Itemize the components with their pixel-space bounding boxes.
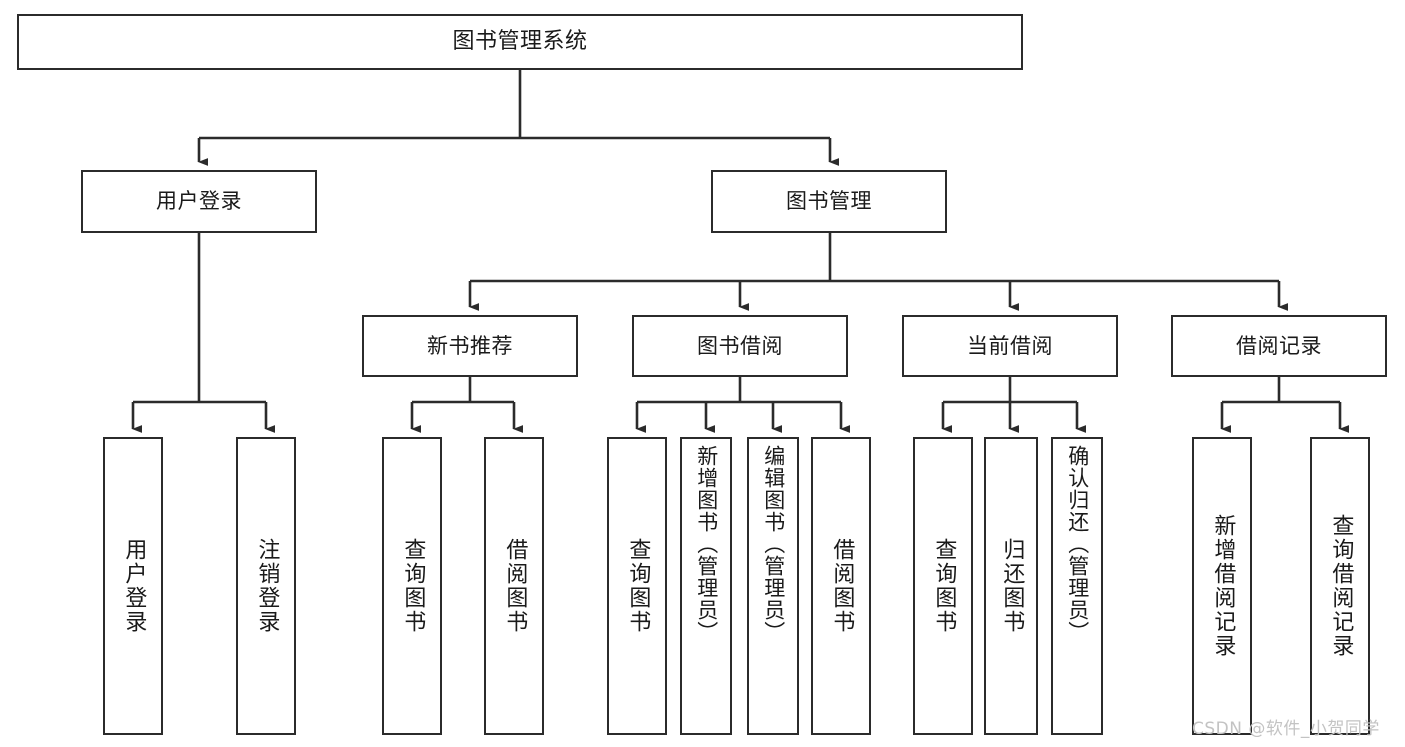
node-user-login[interactable]: 用户登录	[81, 170, 317, 233]
node-leaf-user-login[interactable]: 用户登录	[103, 437, 163, 735]
node-book-management[interactable]: 图书管理	[711, 170, 947, 233]
node-leaf-borrow-book[interactable]: 借阅图书	[811, 437, 871, 735]
node-label: 确认归还（管理员）	[1065, 445, 1090, 643]
node-label: 当前借阅	[967, 333, 1053, 358]
node-label: 编辑图书（管理员）	[761, 445, 786, 643]
node-label: 注销登录	[254, 538, 280, 634]
node-label: 图书借阅	[697, 333, 783, 358]
node-label: 查询图书	[625, 538, 651, 634]
node-leaf-user-logout[interactable]: 注销登录	[236, 437, 296, 735]
node-borrow-record[interactable]: 借阅记录	[1171, 315, 1387, 377]
node-leaf-confirm-return-admin[interactable]: 确认归还（管理员）	[1051, 437, 1103, 735]
node-label: 查询图书	[400, 538, 426, 634]
node-leaf-add-borrow-record[interactable]: 新增借阅记录	[1192, 437, 1252, 735]
node-leaf-return-book[interactable]: 归还图书	[984, 437, 1038, 735]
node-label: 查询图书	[931, 538, 957, 634]
node-root-system[interactable]: 图书管理系统	[17, 14, 1023, 70]
node-label: 图书管理系统	[452, 29, 588, 55]
node-label: 借阅图书	[829, 538, 855, 634]
node-label: 新增图书（管理员）	[694, 445, 719, 643]
node-leaf-edit-book-admin[interactable]: 编辑图书（管理员）	[747, 437, 799, 735]
node-label: 图书管理	[786, 189, 872, 214]
node-label: 归还图书	[999, 538, 1025, 634]
node-leaf-query-book-recommend[interactable]: 查询图书	[382, 437, 442, 735]
node-leaf-borrow-book-recommend[interactable]: 借阅图书	[484, 437, 544, 735]
node-leaf-query-borrow-record[interactable]: 查询借阅记录	[1310, 437, 1370, 735]
node-leaf-query-book-current[interactable]: 查询图书	[913, 437, 973, 735]
node-leaf-add-book-admin[interactable]: 新增图书（管理员）	[680, 437, 732, 735]
node-label: 用户登录	[156, 189, 242, 214]
node-label: 借阅图书	[502, 538, 528, 634]
node-book-borrow[interactable]: 图书借阅	[632, 315, 848, 377]
node-new-book-recommend[interactable]: 新书推荐	[362, 315, 578, 377]
node-label: 新增借阅记录	[1210, 514, 1236, 658]
node-label: 借阅记录	[1236, 333, 1322, 358]
csdn-watermark: CSDN @软件_小贺同学	[1192, 719, 1380, 739]
node-label: 用户登录	[121, 538, 147, 634]
node-label: 新书推荐	[427, 333, 513, 358]
node-current-borrow[interactable]: 当前借阅	[902, 315, 1118, 377]
node-label: 查询借阅记录	[1328, 514, 1354, 658]
node-leaf-query-book-borrow[interactable]: 查询图书	[607, 437, 667, 735]
